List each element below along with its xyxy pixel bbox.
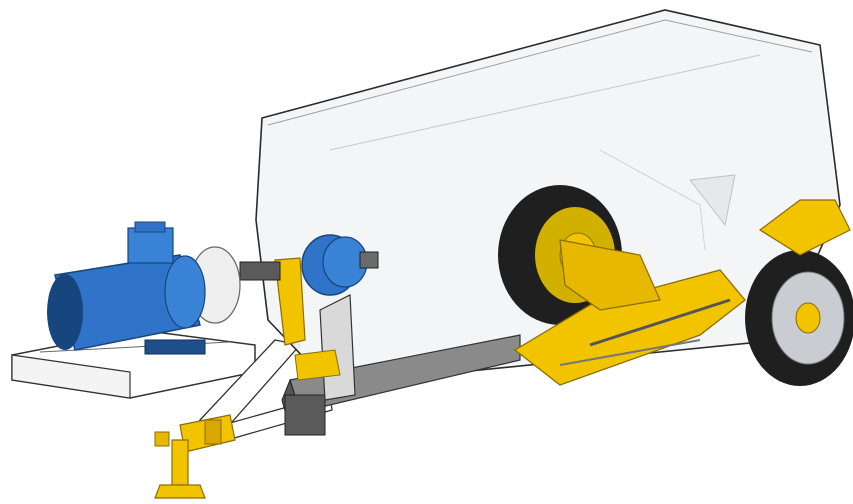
gearbox-icon [239,234,379,296]
frame-yellow [513,199,851,386]
motor-base [11,329,256,399]
pivot-bracket [274,257,356,401]
tow-hitch-icon [179,414,236,453]
electric-motor-icon [47,221,241,355]
wheel-icon [745,250,853,386]
jack-stand-icon [154,431,206,499]
